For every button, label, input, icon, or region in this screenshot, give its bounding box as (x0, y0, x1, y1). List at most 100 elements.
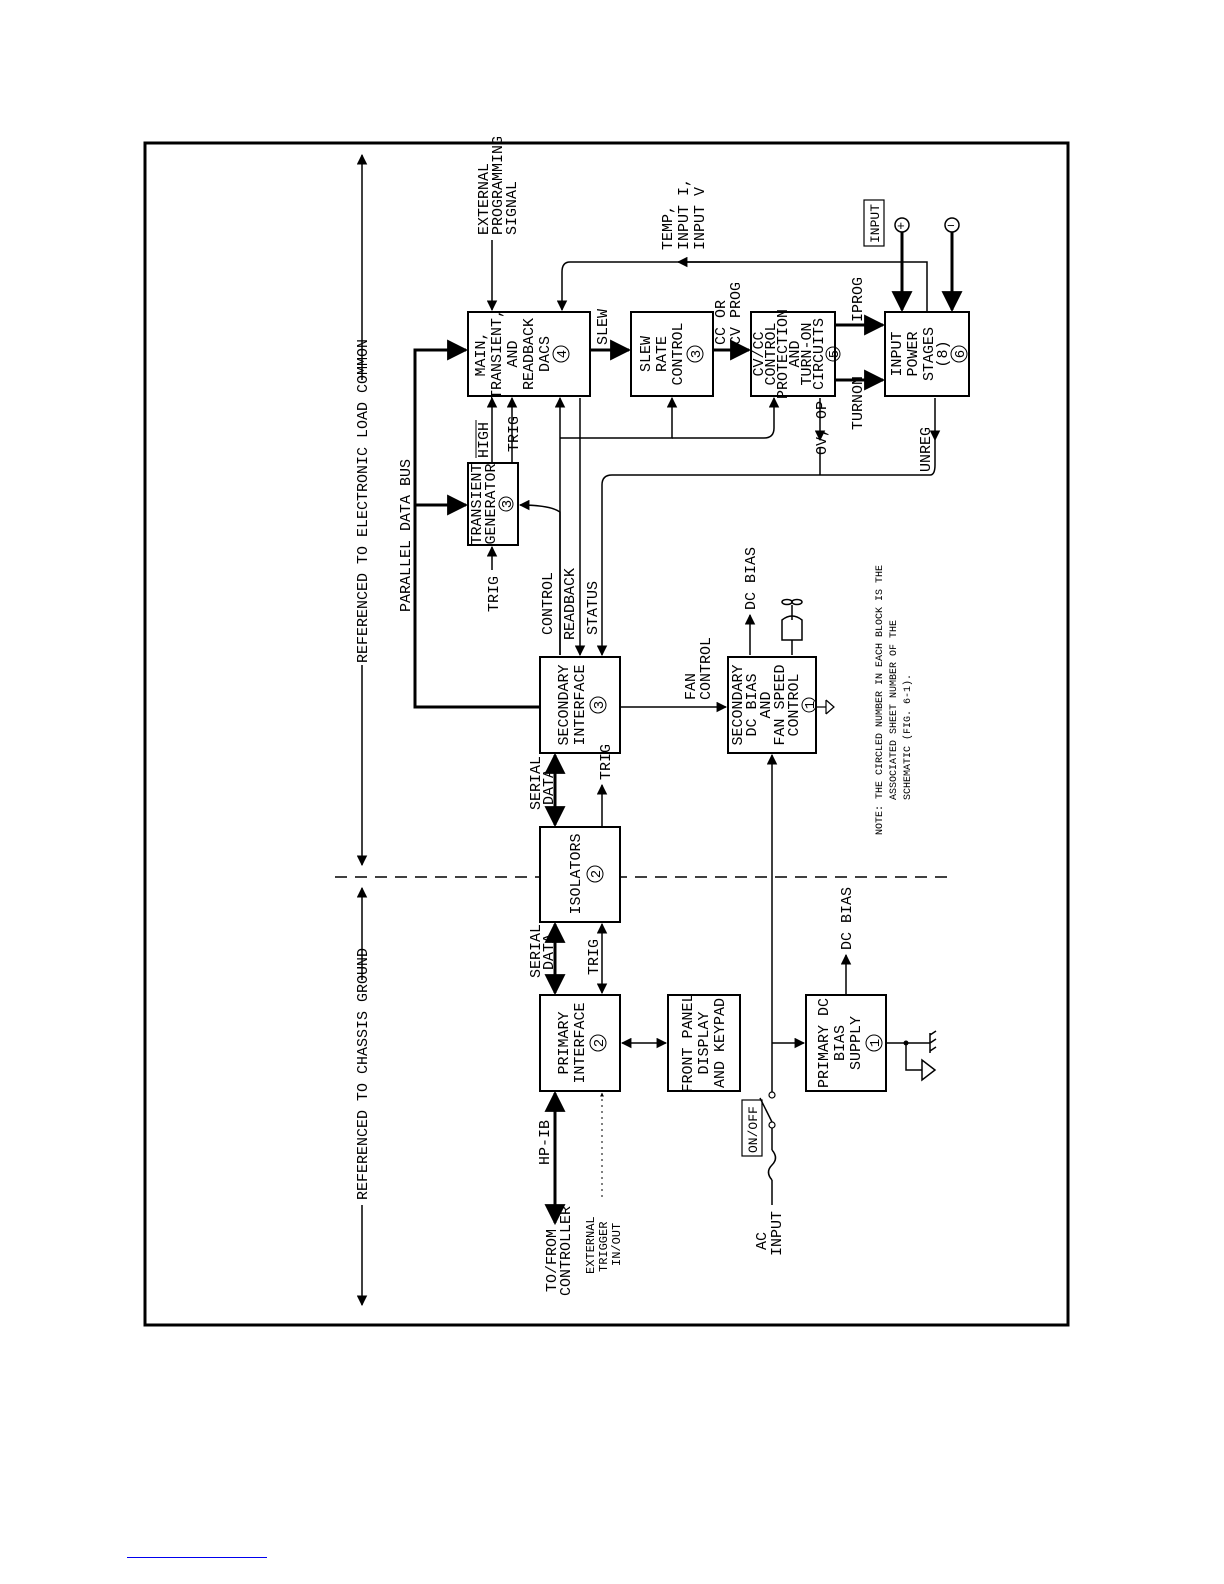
slew-sheet-circle (686, 345, 704, 363)
power-line-2: POWER (905, 331, 922, 376)
on-off-label-box (741, 1099, 763, 1157)
block-cvcc-text: CV/CC CONTROL PROTECTION AND TURN-ON CIR… (751, 309, 843, 399)
slew-label: SLEW (595, 309, 612, 345)
fan-control-label-2: CONTROL (698, 637, 715, 700)
serial-data-sec-label-1: SERIAL (528, 756, 545, 810)
sec-bias-line-2: DC BIAS (744, 673, 761, 736)
sec-bias-line-3: AND (758, 691, 775, 718)
sec-bias-sheet: 1 (803, 701, 819, 709)
control-to-slew (560, 396, 678, 439)
sec-bias-sheet-circle (801, 697, 817, 713)
status-line (596, 440, 936, 657)
front-line-3: AND KEYPAD (712, 998, 729, 1088)
cvcc-line-3: PROTECTION (775, 309, 792, 399)
isolators-line-1: ISOLATORS (568, 833, 585, 914)
ext-prog-label-3: SIGNAL (504, 181, 521, 235)
turnon-label: TURNON (850, 376, 867, 430)
signal-ground-symbol (921, 1058, 937, 1082)
serial-data-sec-label-2: DATA (541, 769, 558, 805)
block-transient-text: TRANSIENT GENERATOR 3 (469, 463, 516, 544)
block-front-panel (667, 994, 741, 1092)
dc-bias-prim-label: DC BIAS (839, 887, 856, 950)
connections (413, 232, 963, 1226)
power-line-4: (8) (935, 340, 952, 367)
front-line-2: DISPLAY (696, 1011, 713, 1074)
input-minus-sign: − (947, 219, 955, 234)
transient-sheet-circle (498, 496, 514, 512)
region-label-chassis-ground: REFERENCED TO CHASSIS GROUND (355, 948, 372, 1200)
serial-data-prim-label-1: SERIAL (528, 924, 545, 978)
sec-if-sheet: 3 (592, 701, 608, 709)
prim-bias-sheet: 1 (868, 1039, 884, 1047)
block-slew-rate-text: SLEW RATE CONTROL 3 (638, 322, 705, 385)
ext-prog-label-1: EXTERNAL (476, 163, 493, 235)
block-isolators (539, 826, 621, 923)
transient-line-1: TRANSIENT (469, 463, 486, 544)
to-from-label-2: CONTROLLER (558, 1206, 575, 1296)
ac-input-label-1: AC (754, 1232, 771, 1250)
hpib-label: HP-IB (537, 1120, 554, 1165)
readback-label: READBACK (562, 568, 579, 640)
switch-contact-1 (768, 1121, 776, 1129)
dacs-line-4: READBACK (521, 318, 538, 390)
slew-line-3: CONTROL (670, 322, 687, 385)
trig-dacs-label: TRIG (506, 416, 523, 452)
footer-rule (127, 1557, 267, 1558)
power-line-3: STAGES (921, 327, 938, 381)
ov-op-label: OV, OP (814, 401, 831, 455)
block-secondary-bias-text: SECONDARY DC BIAS AND FAN SPEED CONTROL … (730, 664, 819, 745)
sec-if-line-2: INTERFACE (572, 664, 589, 745)
prim-bias-line-3: SUPPLY (848, 1016, 865, 1070)
cvcc-line-4: AND (787, 340, 804, 367)
diagram-frame (143, 141, 1070, 1327)
secondary-ground-symbol (816, 699, 835, 715)
block-cvcc (750, 311, 836, 397)
slew-sheet: 3 (689, 350, 705, 358)
cvcc-line-2: CONTROL (763, 322, 780, 385)
note-line-3: SCHEMATIC (FIG. 6-1). (902, 674, 914, 800)
cvcc-line-1: CV/CC (751, 331, 768, 376)
power-sheet-circle (950, 345, 968, 363)
high-label: HIGH (476, 422, 493, 458)
sec-if-sheet-circle (589, 696, 607, 714)
cc-cv-label-2: CV PROG (728, 282, 745, 345)
serial-data-prim-label-2: DATA (541, 934, 558, 970)
temp-feedback-line (556, 261, 928, 312)
fuse-symbol (767, 1149, 777, 1181)
ext-trig-label-2: TRIGGER (597, 1222, 611, 1272)
prim-if-line-2: INTERFACE (572, 1002, 589, 1083)
ext-prog-label-2: PROGRAMMING (490, 136, 507, 235)
block-primary-bias-text: PRIMARY DC BIAS SUPPLY 1 (816, 998, 884, 1088)
block-secondary-interface-text: SECONDARY INTERFACE 3 (556, 664, 608, 745)
cvcc-line-5: TURN-ON (799, 322, 816, 385)
block-primary-bias (805, 994, 887, 1092)
block-transient-generator (467, 462, 519, 546)
prim-if-line-1: PRIMARY (556, 1011, 573, 1074)
input-label-box (863, 199, 885, 247)
prim-if-sheet: 2 (592, 1039, 608, 1047)
temp-label-2: INPUT I, (676, 178, 693, 250)
cvcc-sheet-circle (825, 346, 841, 362)
dacs-sheet: 4 (555, 350, 571, 358)
block-dacs-text: MAIN, TRANSIENT, AND READBACK DACS 4 (473, 309, 571, 399)
sec-bias-line-5: CONTROL (786, 673, 803, 736)
transient-line-2: GENERATOR (483, 463, 500, 544)
parallel-data-bus (413, 339, 540, 709)
dc-bias-sec-label: DC BIAS (743, 547, 760, 610)
prim-bias-line-1: PRIMARY DC (816, 998, 833, 1088)
block-secondary-bias (727, 656, 817, 754)
fan-control-label-1: FAN (683, 673, 700, 700)
prim-bias-sheet-circle (865, 1034, 883, 1052)
ground-drop (905, 1043, 922, 1071)
temp-label-1: TEMP, (660, 205, 677, 250)
power-line-1: INPUT (889, 331, 906, 376)
prim-bias-line-2: BIAS (832, 1025, 849, 1061)
slew-line-1: SLEW (638, 336, 655, 372)
on-off-label: ON/OFF (746, 1106, 761, 1153)
region-label-electronic-load: REFERENCED TO ELECTRONIC LOAD COMMON (355, 339, 372, 663)
block-power-stages-text: INPUT POWER STAGES (8) 6 (889, 327, 969, 381)
block-secondary-interface (539, 656, 621, 754)
block-primary-interface-text: PRIMARY INTERFACE 2 (556, 1002, 608, 1083)
dacs-line-2: TRANSIENT, (489, 309, 506, 399)
prim-if-sheet-circle (589, 1034, 607, 1052)
